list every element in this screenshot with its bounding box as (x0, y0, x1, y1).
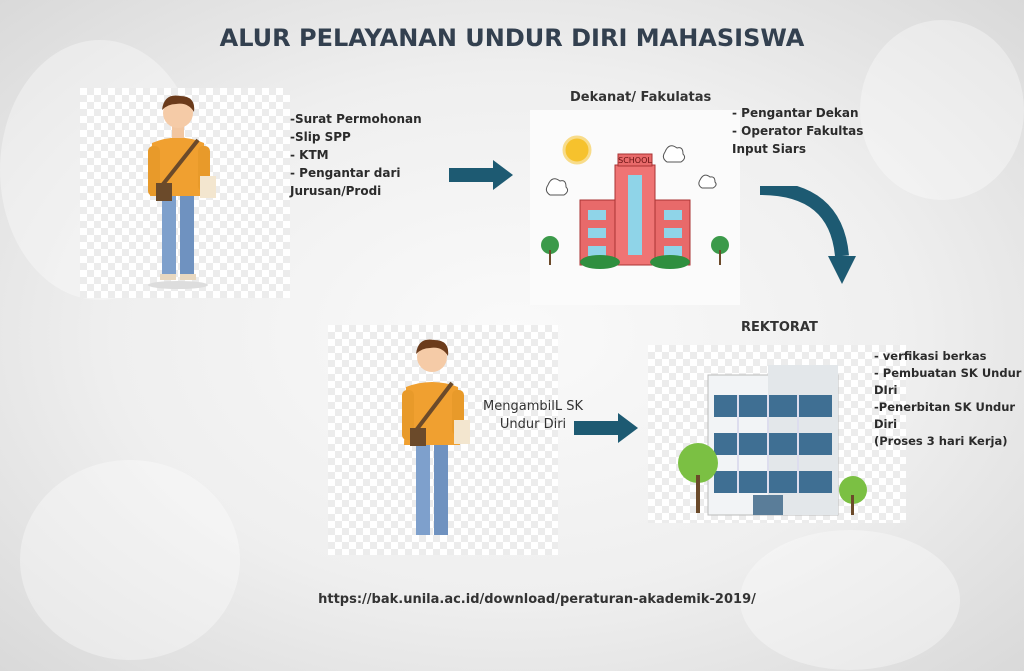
arrow-right-icon (449, 160, 513, 190)
arrow-right-icon (574, 413, 638, 443)
step1-requirements: -Surat Permohonan-Slip SPP- KTM- Pengant… (290, 112, 422, 198)
student-collecting-illustration (328, 325, 558, 555)
curved-arrow-down-icon (759, 186, 856, 284)
student-illustration (80, 88, 290, 298)
bg-bubble (740, 530, 960, 670)
bg-bubble (860, 20, 1024, 200)
faculty-building-illustration: SCHOOL (530, 110, 740, 305)
page-title: ALUR PELAYANAN UNDUR DIRI MAHASISWA (219, 24, 805, 52)
source-link[interactable]: https://bak.unila.ac.id/download/peratur… (318, 592, 756, 607)
school-sign: SCHOOL (618, 156, 652, 165)
bg-bubble (20, 460, 240, 660)
step3-label: REKTORAT (741, 320, 818, 335)
step2-label: Dekanat/ Fakulatas (570, 90, 712, 105)
rectorate-building-illustration (648, 345, 906, 523)
